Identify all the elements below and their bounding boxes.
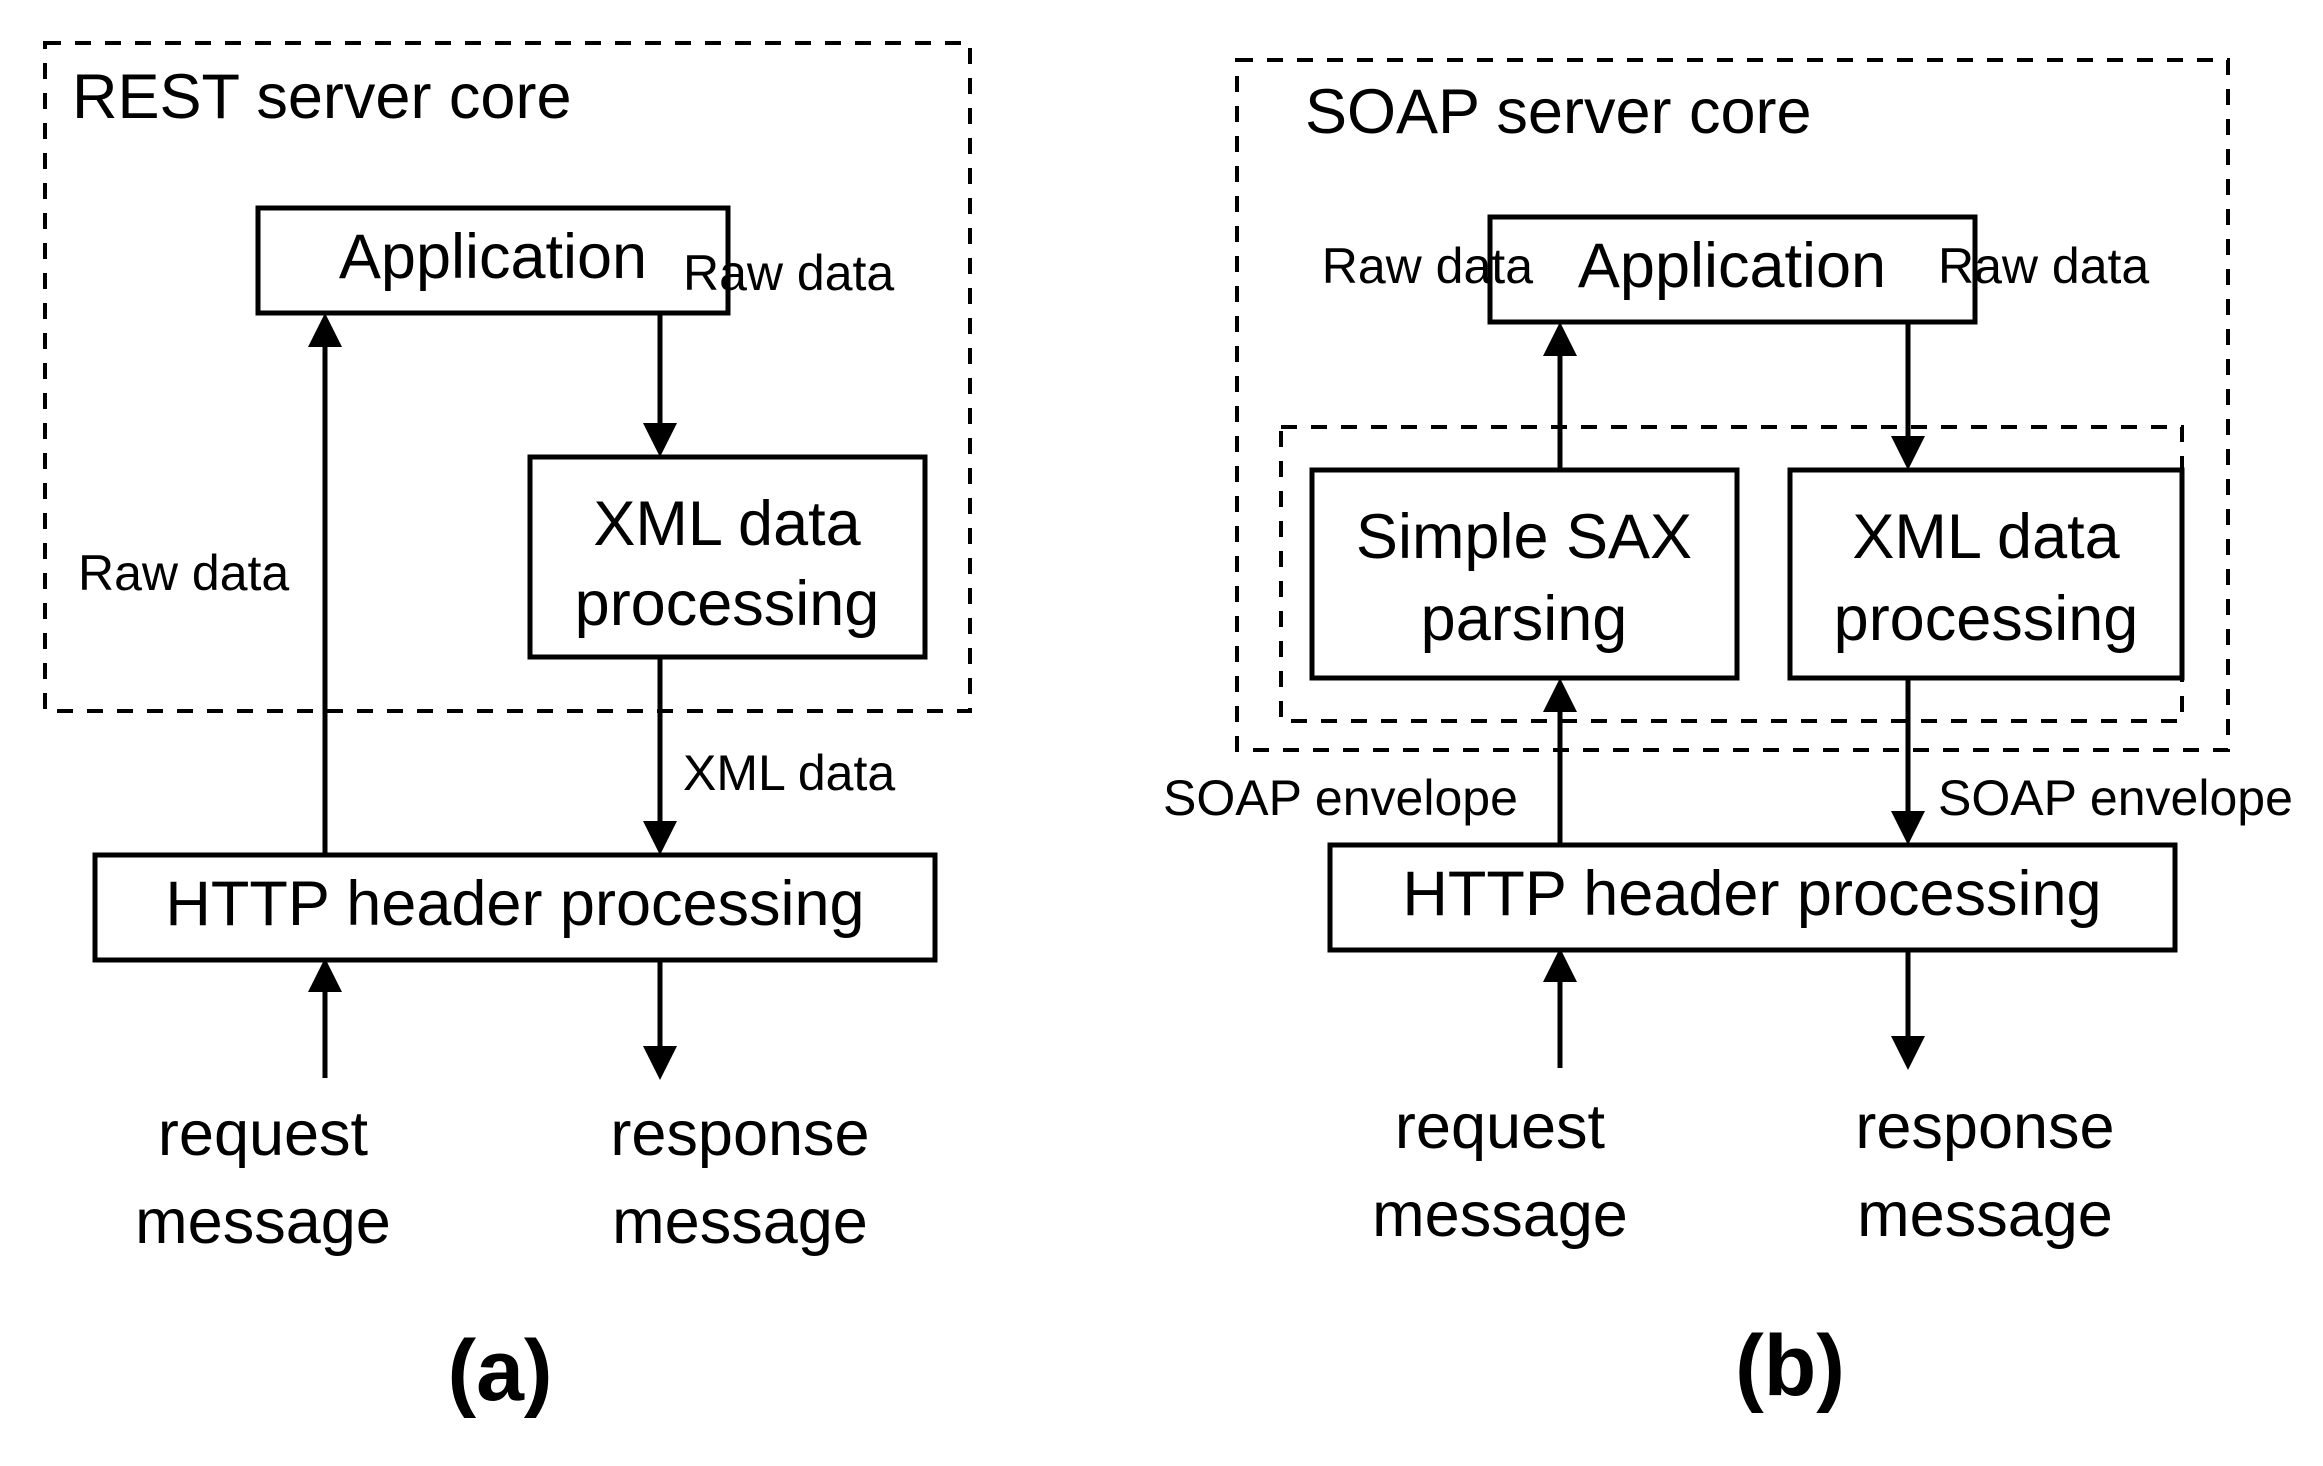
arrow-request-a-head [308, 958, 342, 992]
arrow-sax-to-app-b-head [1543, 322, 1577, 356]
xml-data-processing-box-b-label-line1: XML data [1852, 502, 2120, 572]
terminal-request-a-line2: message [135, 1187, 391, 1257]
edge-label-app-to-xml-b: Raw data [1938, 238, 2149, 294]
arrow-xml-to-http-a-head [643, 821, 677, 855]
terminal-response-a-line2: message [612, 1187, 868, 1257]
arrow-xml-to-http-b-head [1891, 811, 1925, 845]
arrow-http-to-sax-b-head [1543, 678, 1577, 712]
arrow-app-to-xml-b-head [1891, 436, 1925, 470]
xml-data-processing-box-a-label-line2: processing [575, 569, 880, 639]
terminal-response-b-line2: message [1857, 1180, 2113, 1250]
terminal-request-b-line2: message [1372, 1180, 1628, 1250]
rest-server-core-boundary [43, 41, 972, 713]
edge-label-xml-to-http-a: XML data [683, 745, 895, 801]
arrow-http-to-app-a-head [308, 313, 342, 347]
edge-label-sax-to-app-b: Raw data [1322, 238, 1533, 294]
application-box-a[interactable] [255, 205, 731, 316]
application-box-b[interactable] [1487, 214, 1978, 325]
terminal-request-b-line1: request [1395, 1092, 1606, 1162]
http-header-processing-box-a-label: HTTP header processing [165, 869, 864, 939]
simple-sax-parsing-box-b[interactable] [1309, 467, 1740, 681]
arrow-response-a-head [643, 1046, 677, 1080]
rest-server-core-label: REST server core [72, 62, 571, 132]
terminal-request-a-line1: request [158, 1099, 369, 1169]
xml-data-processing-box-b[interactable] [1787, 467, 2185, 681]
terminal-response-b-line1: response [1855, 1092, 2114, 1162]
simple-sax-parsing-box-b-label-line1: Simple SAX [1356, 502, 1692, 572]
arrow-response-b-head [1891, 1036, 1925, 1070]
application-box-a-label: Application [339, 222, 647, 292]
panel-b: SOAP server core Application Simple SAX … [1163, 58, 2293, 1414]
application-box-b-label: Application [1578, 231, 1886, 301]
xml-data-processing-box-a-label-line1: XML data [593, 489, 861, 559]
http-header-processing-box-b[interactable] [1327, 842, 2178, 953]
arrow-request-b-head [1543, 948, 1577, 982]
edge-label-http-to-sax-b: SOAP envelope [1163, 770, 1518, 826]
terminal-response-a-line1: response [610, 1099, 869, 1169]
xml-data-processing-box-a[interactable] [527, 454, 928, 660]
soap-xml-layer-boundary [1279, 425, 2184, 723]
panel-b-caption: (b) [1735, 1318, 1845, 1414]
http-header-processing-box-a[interactable] [92, 852, 938, 963]
edge-label-http-to-app-a: Raw data [78, 545, 289, 601]
edge-label-xml-to-http-b: SOAP envelope [1938, 770, 2293, 826]
panel-a-caption: (a) [447, 1323, 552, 1419]
soap-server-core-label: SOAP server core [1305, 77, 1812, 147]
panel-a: REST server core Application XML data pr… [43, 41, 972, 1419]
simple-sax-parsing-box-b-label-line2: parsing [1421, 584, 1628, 654]
http-header-processing-box-b-label: HTTP header processing [1402, 859, 2101, 929]
soap-server-core-boundary [1235, 58, 2230, 752]
edge-label-app-to-xml-a: Raw data [683, 245, 894, 301]
xml-data-processing-box-b-label-line2: processing [1834, 584, 2139, 654]
arrow-app-to-xml-a-head [643, 423, 677, 457]
